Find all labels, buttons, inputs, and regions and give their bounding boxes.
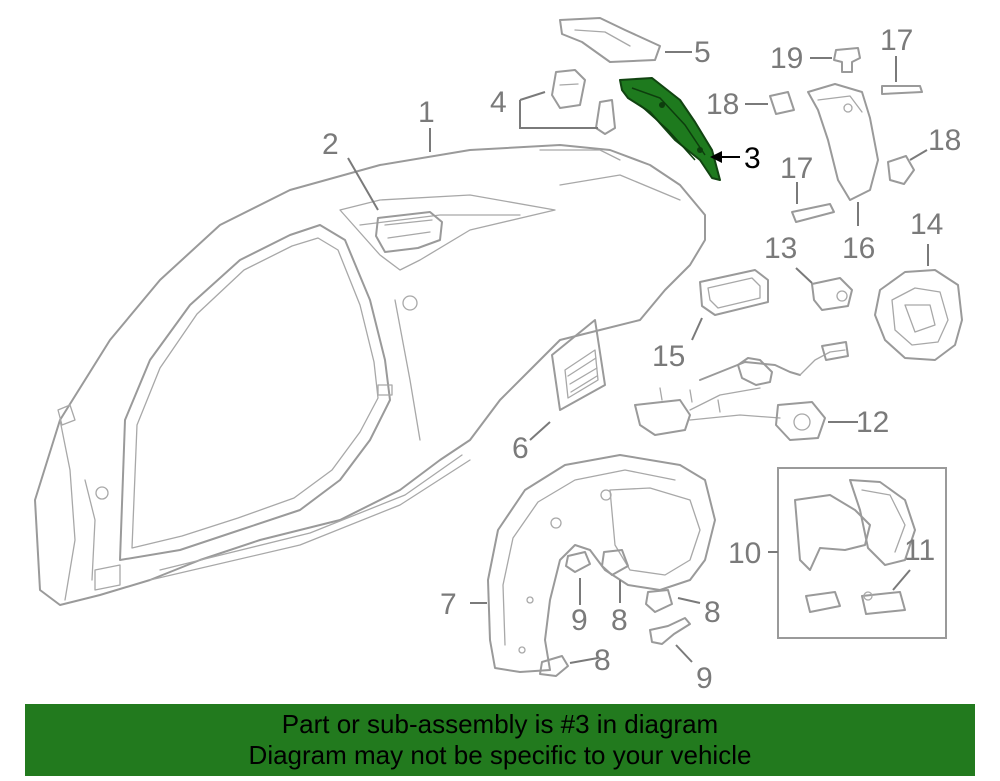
part-5-bracket: [559, 17, 661, 63]
callout-13: 13: [764, 232, 797, 265]
fasteners-8-9: [539, 549, 691, 677]
part-16-shield: [807, 83, 879, 201]
banner-line-1: Part or sub-assembly is #3 in diagram: [281, 709, 719, 739]
callout-2: 2: [322, 128, 339, 161]
leader-lines: [347, 51, 929, 664]
callout-5: 5: [694, 36, 711, 69]
callout-6: 6: [512, 432, 529, 465]
part-4-brackets: [551, 69, 616, 135]
callout-15: 15: [652, 340, 685, 373]
callout-18b: 18: [928, 124, 961, 157]
part-12-actuator: [634, 341, 849, 441]
callout-19: 19: [770, 42, 803, 75]
hardware-17-18-19: [769, 47, 923, 223]
part-1-quarter-panel: [34, 144, 706, 606]
part-14-housing: [874, 269, 963, 361]
part-2-bracket: [375, 211, 443, 253]
part-15-door: [699, 269, 769, 316]
callout-labels: 1 2 3 4 5 6 7 8 8 8 9 9 10 11 12 13 14 1…: [322, 24, 961, 695]
callout-7: 7: [440, 588, 457, 621]
callout-1: 1: [418, 96, 435, 129]
callout-18a: 18: [706, 88, 739, 121]
part-6-vent: [551, 319, 606, 411]
callout-3[interactable]: 3: [744, 142, 761, 175]
callout-17b: 17: [780, 152, 813, 185]
callout-11: 11: [904, 534, 935, 567]
callout-9a: 9: [571, 604, 588, 637]
callout-8c: 8: [594, 644, 611, 677]
notice-banner: Part or sub-assembly is #3 in diagram Di…: [25, 704, 975, 776]
part-3-highlighted[interactable]: [619, 77, 721, 181]
part-13-bracket: [811, 277, 853, 311]
callout-14: 14: [910, 208, 943, 241]
callout-4: 4: [490, 86, 507, 119]
callout-10: 10: [728, 537, 761, 570]
callout-12: 12: [856, 406, 889, 439]
callout-16: 16: [842, 232, 875, 265]
callout-8a: 8: [611, 604, 628, 637]
callout-17a: 17: [880, 24, 913, 57]
callout-9b: 9: [696, 662, 713, 695]
banner-line-2: Diagram may not be specific to your vehi…: [248, 740, 752, 770]
callout-8b: 8: [704, 596, 721, 629]
